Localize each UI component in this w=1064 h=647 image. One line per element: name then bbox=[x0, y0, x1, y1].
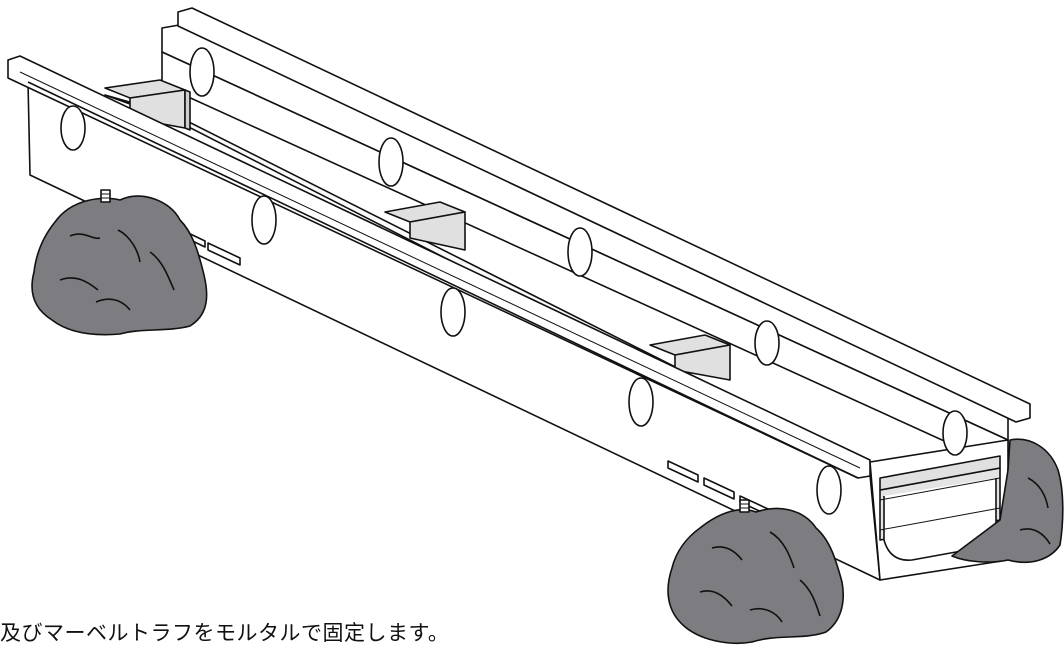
mortar-lump-center bbox=[667, 507, 844, 645]
drain-holes-front bbox=[60, 105, 842, 515]
anchor-bolt-center bbox=[739, 499, 750, 513]
caption-text: 及びマーベルトラフをモルタルで固定します。 bbox=[0, 621, 450, 645]
anchor-bolt-left bbox=[100, 189, 111, 203]
mortar-lump-left bbox=[31, 195, 208, 336]
mortar-lump-right bbox=[951, 438, 1064, 564]
drain-holes-back bbox=[189, 47, 968, 456]
spacer-block-2 bbox=[384, 201, 466, 251]
spacer-block-3 bbox=[649, 334, 731, 381]
